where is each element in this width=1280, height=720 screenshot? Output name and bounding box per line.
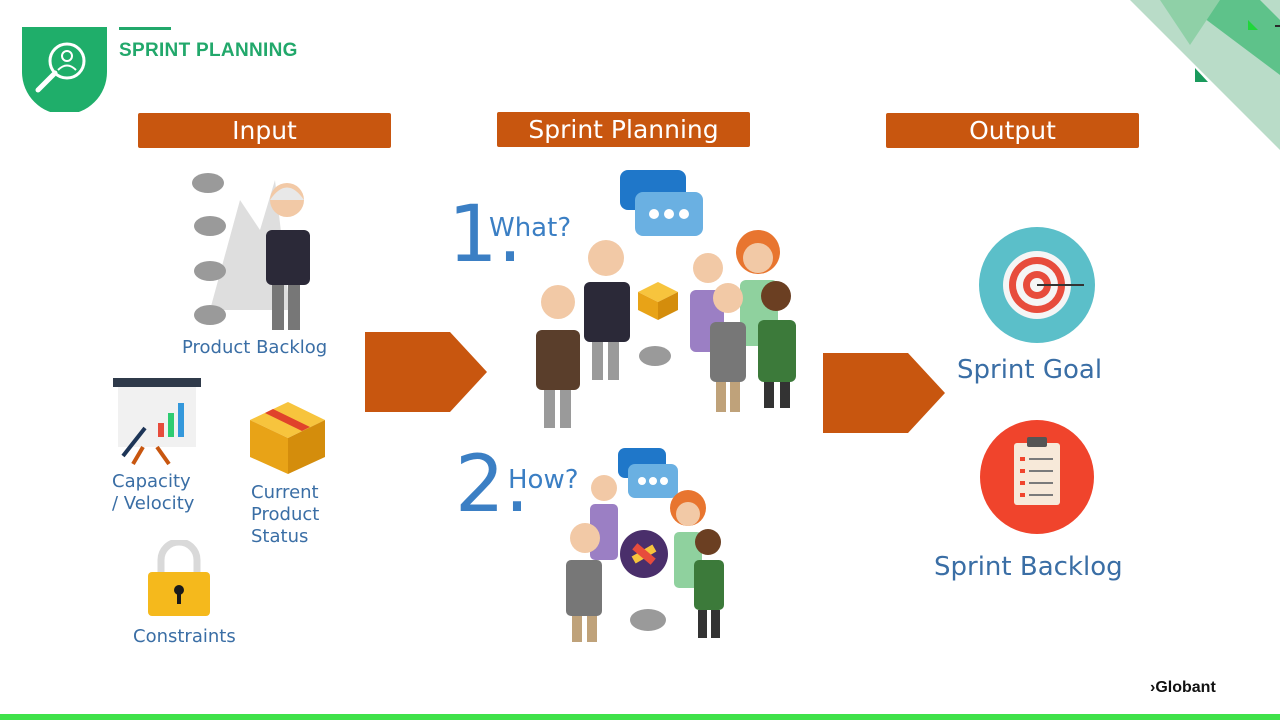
- product-backlog-label: Product Backlog: [182, 337, 328, 358]
- step-two-label: How?: [508, 465, 579, 495]
- capacity-label: Capacity / Velocity: [112, 471, 194, 515]
- corner-decoration: [1130, 0, 1280, 150]
- status-label-line1: Current: [251, 482, 319, 503]
- status-label-line3: Status: [251, 526, 309, 547]
- brand-logo: ›Globant: [1150, 679, 1216, 697]
- brand-name: Globant: [1155, 679, 1216, 696]
- sprint-goal-label: Sprint Goal: [957, 355, 1103, 385]
- sprint-planning-banner: Sprint Planning: [497, 112, 750, 147]
- output-banner: Output: [886, 113, 1139, 148]
- step-two-number: 2.: [455, 440, 530, 530]
- arrow-right-icon: [823, 353, 945, 433]
- presentation-chart-icon: [113, 378, 201, 466]
- search-user-icon: [22, 27, 107, 112]
- input-banner: Input: [138, 113, 391, 148]
- team-discussion-illustration: [536, 170, 796, 428]
- page-title: SPRINT PLANNING: [119, 40, 298, 61]
- capacity-label-line1: Capacity: [112, 471, 191, 492]
- product-backlog-illustration: [192, 173, 310, 330]
- sprint-backlog-label: Sprint Backlog: [934, 552, 1123, 582]
- capacity-label-line2: / Velocity: [112, 493, 195, 514]
- header-accent-line: [119, 27, 171, 30]
- step-one-label: What?: [489, 213, 572, 243]
- clipboard-icon: [980, 420, 1094, 534]
- arrow-right-icon: [365, 332, 487, 412]
- step-one-number: 1.: [448, 190, 523, 280]
- footer-accent-bar: [0, 714, 1280, 720]
- team-how-illustration: [566, 448, 724, 642]
- chevron-right-icon: ›: [1150, 679, 1156, 696]
- constraints-label: Constraints: [133, 626, 236, 647]
- target-icon: [979, 227, 1095, 343]
- lock-icon: [148, 540, 210, 616]
- current-product-status-label: Current Product Status: [251, 482, 319, 548]
- box-icon: [250, 402, 325, 474]
- status-label-line2: Product: [251, 504, 320, 525]
